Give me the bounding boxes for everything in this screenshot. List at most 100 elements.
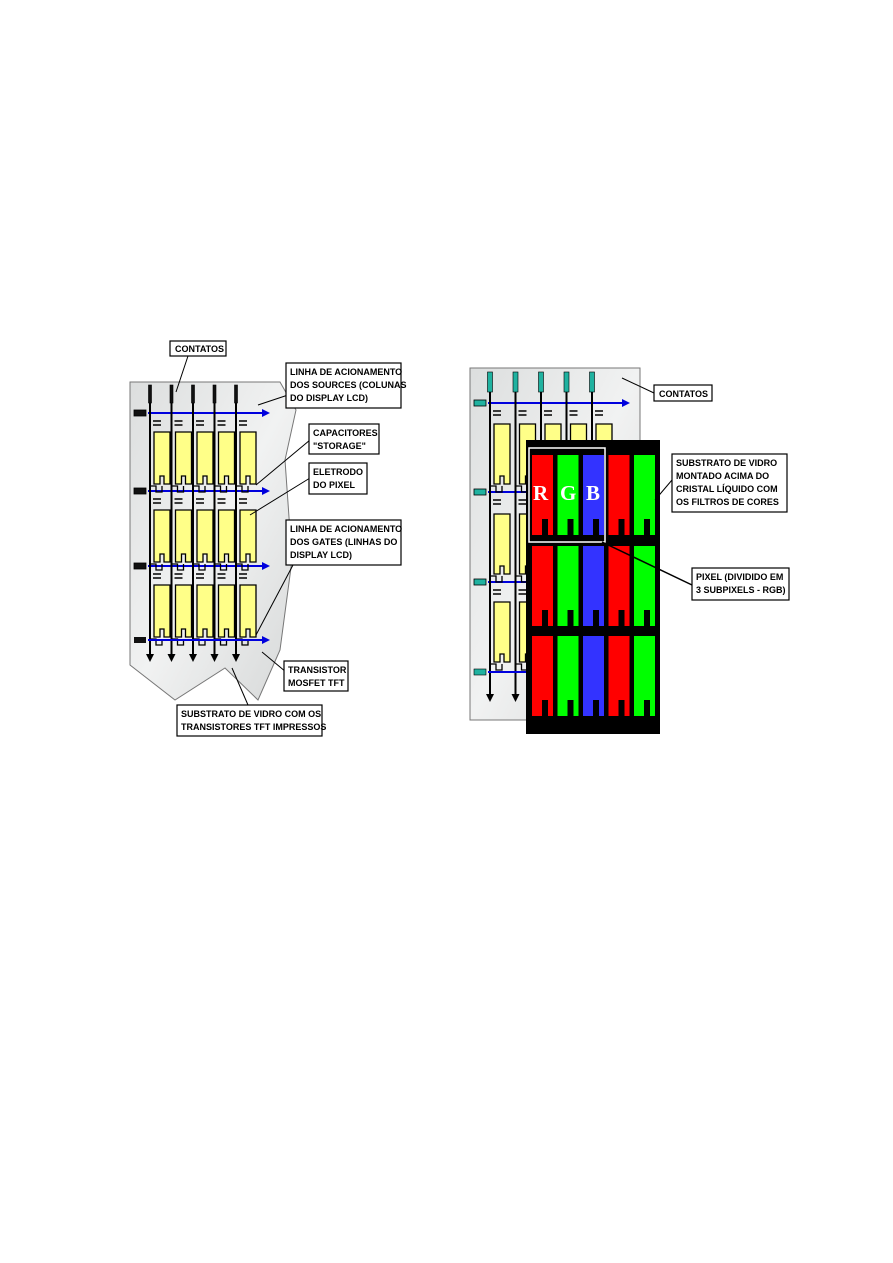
source-contact: [589, 371, 595, 393]
color-subpixel: [557, 636, 579, 716]
tft-transistor: [150, 485, 163, 493]
pixel-electrode: [174, 509, 193, 563]
label-text: CRISTAL LÍQUIDO COM: [676, 484, 778, 494]
pixel-electrode: [196, 431, 214, 485]
label-linha-sources: LINHA DE ACIONAMENTO DOS SOURCES (COLUNA…: [285, 362, 407, 409]
pixel-electrode: [493, 513, 511, 575]
label-capacitores: CAPACITORES "STORAGE": [308, 423, 380, 455]
gate-contact: [133, 487, 147, 495]
label-eletrodo: ELETRODO DO PIXEL: [308, 462, 368, 495]
gate-contact: [133, 562, 147, 570]
tft-transistor: [236, 563, 249, 571]
label-text: SUBSTRATO DE VIDRO: [676, 458, 777, 468]
gate-contact: [473, 399, 487, 407]
left-tft-matrix: [133, 384, 270, 662]
gate-contact: [473, 488, 487, 496]
label-text: "STORAGE": [313, 441, 366, 451]
tft-transistor: [490, 485, 503, 493]
label-contatos-left: CONTATOS: [169, 340, 227, 357]
tft-transistor: [236, 485, 249, 493]
label-text: LINHA DE ACIONAMENTO: [290, 367, 402, 377]
tft-transistor: [193, 563, 206, 571]
pixel-electrode: [174, 584, 193, 638]
label-text: OS FILTROS DE CORES: [676, 497, 779, 507]
subpixel-letter-g: G: [560, 481, 576, 505]
label-text: DO DISPLAY LCD): [290, 393, 368, 403]
right-panel: R G B: [469, 367, 660, 734]
label-text: CONTATOS: [175, 344, 224, 354]
source-contact: [487, 371, 493, 393]
color-subpixel: [634, 546, 655, 626]
source-contact: [563, 371, 570, 393]
color-subpixel: [608, 455, 630, 535]
color-subpixel: [532, 636, 553, 716]
label-text: SUBSTRATO DE VIDRO COM OS: [181, 709, 321, 719]
pixel-electrode: [153, 584, 171, 638]
pixel-electrode: [174, 431, 193, 485]
label-text: ELETRODO: [313, 467, 363, 477]
tft-transistor: [193, 485, 206, 493]
source-contact: [512, 371, 519, 393]
pixel-electrode: [196, 509, 214, 563]
color-filter-array: [532, 455, 655, 716]
subpixel-letter-r: R: [533, 481, 549, 505]
label-text: TRANSISTORES TFT IMPRESSOS: [181, 722, 326, 732]
pixel-electrode: [153, 509, 171, 563]
pixel-electrode: [153, 431, 171, 485]
color-subpixel: [583, 546, 604, 626]
source-contact: [212, 384, 217, 404]
label-text: DISPLAY LCD): [290, 550, 352, 560]
tft-transistor: [214, 563, 228, 571]
gate-contact: [473, 668, 487, 676]
left-panel: [129, 381, 297, 701]
label-linha-gates: LINHA DE ACIONAMENTO DOS GATES (LINHAS D…: [285, 519, 402, 566]
source-contact: [538, 371, 544, 393]
pixel-electrode: [196, 584, 214, 638]
tft-transistor: [490, 575, 503, 583]
label-text: PIXEL (DIVIDIDO EM: [696, 572, 783, 582]
gate-contact: [473, 578, 487, 586]
pixel-electrode: [239, 431, 257, 485]
color-subpixel: [634, 455, 655, 535]
tft-transistor: [171, 485, 185, 493]
color-subpixel: [557, 546, 579, 626]
label-contatos-right: CONTATOS: [653, 384, 713, 402]
gate-contact: [133, 409, 147, 417]
source-contact: [191, 384, 195, 404]
subpixel-letter-b: B: [586, 481, 600, 505]
color-subpixel: [532, 546, 553, 626]
color-subpixel: [583, 636, 604, 716]
pixel-electrode: [493, 423, 511, 485]
pixel-electrode: [239, 584, 257, 638]
pixel-electrode: [493, 601, 511, 663]
pixel-electrode: [239, 509, 257, 563]
source-contact: [169, 384, 174, 404]
gate-contact: [134, 637, 146, 643]
label-text: TRANSISTOR: [288, 665, 347, 675]
label-text: CONTATOS: [659, 389, 708, 399]
color-subpixel: [583, 455, 604, 535]
label-text: MOSFET TFT: [288, 678, 345, 688]
pixel-electrode: [217, 584, 236, 638]
label-substrato-filtro: SUBSTRATO DE VIDRO MONTADO ACIMA DO CRIS…: [671, 453, 788, 513]
color-subpixel: [557, 455, 579, 535]
label-text: DO PIXEL: [313, 480, 356, 490]
tft-transistor: [171, 563, 185, 571]
tft-transistor: [150, 563, 163, 571]
color-subpixel: [634, 636, 655, 716]
label-text: 3 SUBPIXELS - RGB): [696, 585, 786, 595]
color-subpixel: [532, 455, 553, 535]
label-text: DOS GATES (LINHAS DO: [290, 537, 397, 547]
label-text: MONTADO ACIMA DO: [676, 471, 769, 481]
label-text: LINHA DE ACIONAMENTO: [290, 524, 402, 534]
tft-transistor: [214, 485, 228, 493]
pixel-highlight-box: [528, 447, 606, 543]
color-subpixel: [608, 546, 630, 626]
label-substrato-tft: SUBSTRATO DE VIDRO COM OS TRANSISTORES T…: [176, 704, 326, 737]
color-subpixel: [608, 636, 630, 716]
source-contact: [234, 384, 238, 404]
pixel-electrode: [217, 509, 236, 563]
pixel-electrode: [217, 431, 236, 485]
label-pixel: PIXEL (DIVIDIDO EM 3 SUBPIXELS - RGB): [691, 567, 790, 601]
